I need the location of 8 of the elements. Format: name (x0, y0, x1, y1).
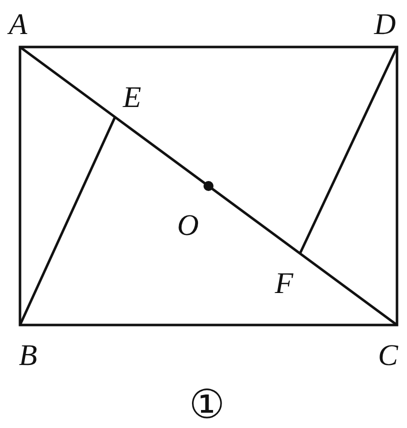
point-label: E (122, 83, 142, 113)
point-label: D (374, 10, 396, 40)
point-label: O (177, 211, 199, 241)
point-label: C (378, 341, 398, 371)
point-label: A (8, 10, 28, 40)
figure-number: ① (189, 385, 225, 425)
point-label: B (18, 341, 38, 371)
point-label: F (274, 269, 294, 299)
